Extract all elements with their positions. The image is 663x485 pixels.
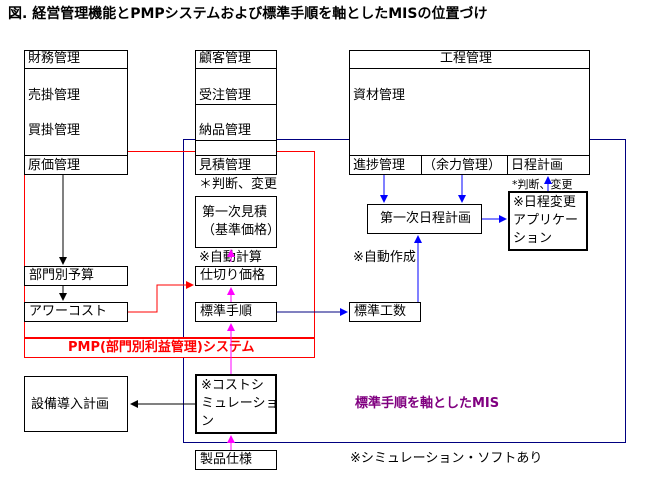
auto-calc-note: ※自動計算 — [199, 250, 262, 265]
finance-header: 財務管理 — [28, 51, 81, 66]
process-sub-divider — [349, 155, 590, 156]
first-schedule-box: 第一次日程計画 — [367, 204, 482, 234]
customer-header: 顧客管理 — [199, 51, 252, 66]
process-sub-sep-1 — [421, 155, 422, 175]
process-sub-sep-2 — [507, 155, 508, 175]
customer-order-underline — [195, 104, 277, 105]
accounts-receivable-label: 売掛管理 — [28, 88, 81, 103]
accounts-payable-label: 買掛管理 — [28, 123, 81, 138]
finance-header-divider — [24, 68, 128, 69]
simulation-software-note: ※シミュレーション・ソフトあり — [350, 451, 543, 466]
first-estimate-label: 第一次見積 （基準価格） — [202, 205, 281, 238]
process-column — [349, 50, 590, 175]
estimate-management-label: 見積管理 — [199, 158, 252, 173]
pmp-system-label: PMP(部門別利益管理)システム — [68, 340, 255, 355]
cost-simulation-label: ※コストシ ミュレーショ ン — [201, 378, 279, 429]
judgment-change-note: ＊判断、変更 — [199, 177, 278, 192]
customer-header-divider — [195, 68, 277, 69]
standard-manhours-box: 標準工数 — [349, 302, 421, 322]
scheduling-label: 日程計画 — [511, 158, 564, 173]
customer-delivery-underline — [195, 140, 277, 141]
purchase-price-box: 仕切り価格 — [195, 266, 277, 286]
finance-cost-divider — [24, 155, 128, 156]
cost-management-label: 原価管理 — [28, 158, 81, 173]
first-estimate-box: 第一次見積 （基準価格） — [195, 196, 281, 248]
delivery-management-label: 納品管理 — [199, 123, 252, 138]
customer-estimate-divider — [195, 155, 277, 156]
equipment-plan-box: 設備導入計画 — [24, 376, 128, 432]
arrow-hourcost-to-price — [128, 281, 194, 313]
standard-manhours-label: 標準工数 — [354, 304, 407, 319]
hour-cost-label: アワーコスト — [29, 304, 108, 319]
progress-management-label: 進捗管理 — [353, 158, 406, 173]
capacity-management-label: （余力管理） — [423, 158, 502, 173]
dept-budget-label: 部門別予算 — [29, 268, 95, 283]
hour-cost-box: アワーコスト — [24, 302, 128, 322]
auto-create-note: ※自動作成 — [353, 250, 416, 265]
order-management-label: 受注管理 — [199, 88, 252, 103]
dept-budget-box: 部門別予算 — [24, 266, 128, 286]
customer-column — [195, 50, 277, 175]
schedule-change-app-label: ※日程変更 アプリケー ション — [513, 195, 579, 246]
product-spec-label: 製品仕様 — [200, 452, 253, 467]
equipment-plan-label: 設備導入計画 — [31, 397, 110, 412]
standard-procedure-label: 標準手順 — [200, 304, 253, 319]
schedule-change-app-box: ※日程変更 アプリケー ション — [508, 191, 588, 251]
process-header-divider — [349, 68, 590, 69]
product-spec-box: 製品仕様 — [195, 450, 277, 470]
purchase-price-label: 仕切り価格 — [200, 268, 266, 283]
cost-simulation-box: ※コストシ ミュレーショ ン — [195, 374, 279, 434]
resource-management-label: 資材管理 — [353, 88, 406, 103]
pmp-frame — [24, 151, 315, 338]
first-schedule-label: 第一次日程計画 — [380, 211, 472, 226]
diagram-title: 図. 経営管理機能とPMPシステムおよび標準手順を軸としたMISの位置づけ — [8, 6, 488, 22]
process-header: 工程管理 — [440, 51, 493, 66]
finance-column — [24, 50, 128, 175]
mis-label: 標準手順を軸としたMIS — [355, 396, 500, 411]
judgment-change-note-small: *判断、変更 — [512, 178, 573, 191]
pmp-label-box — [24, 338, 315, 358]
standard-procedure-box: 標準手順 — [195, 302, 277, 322]
